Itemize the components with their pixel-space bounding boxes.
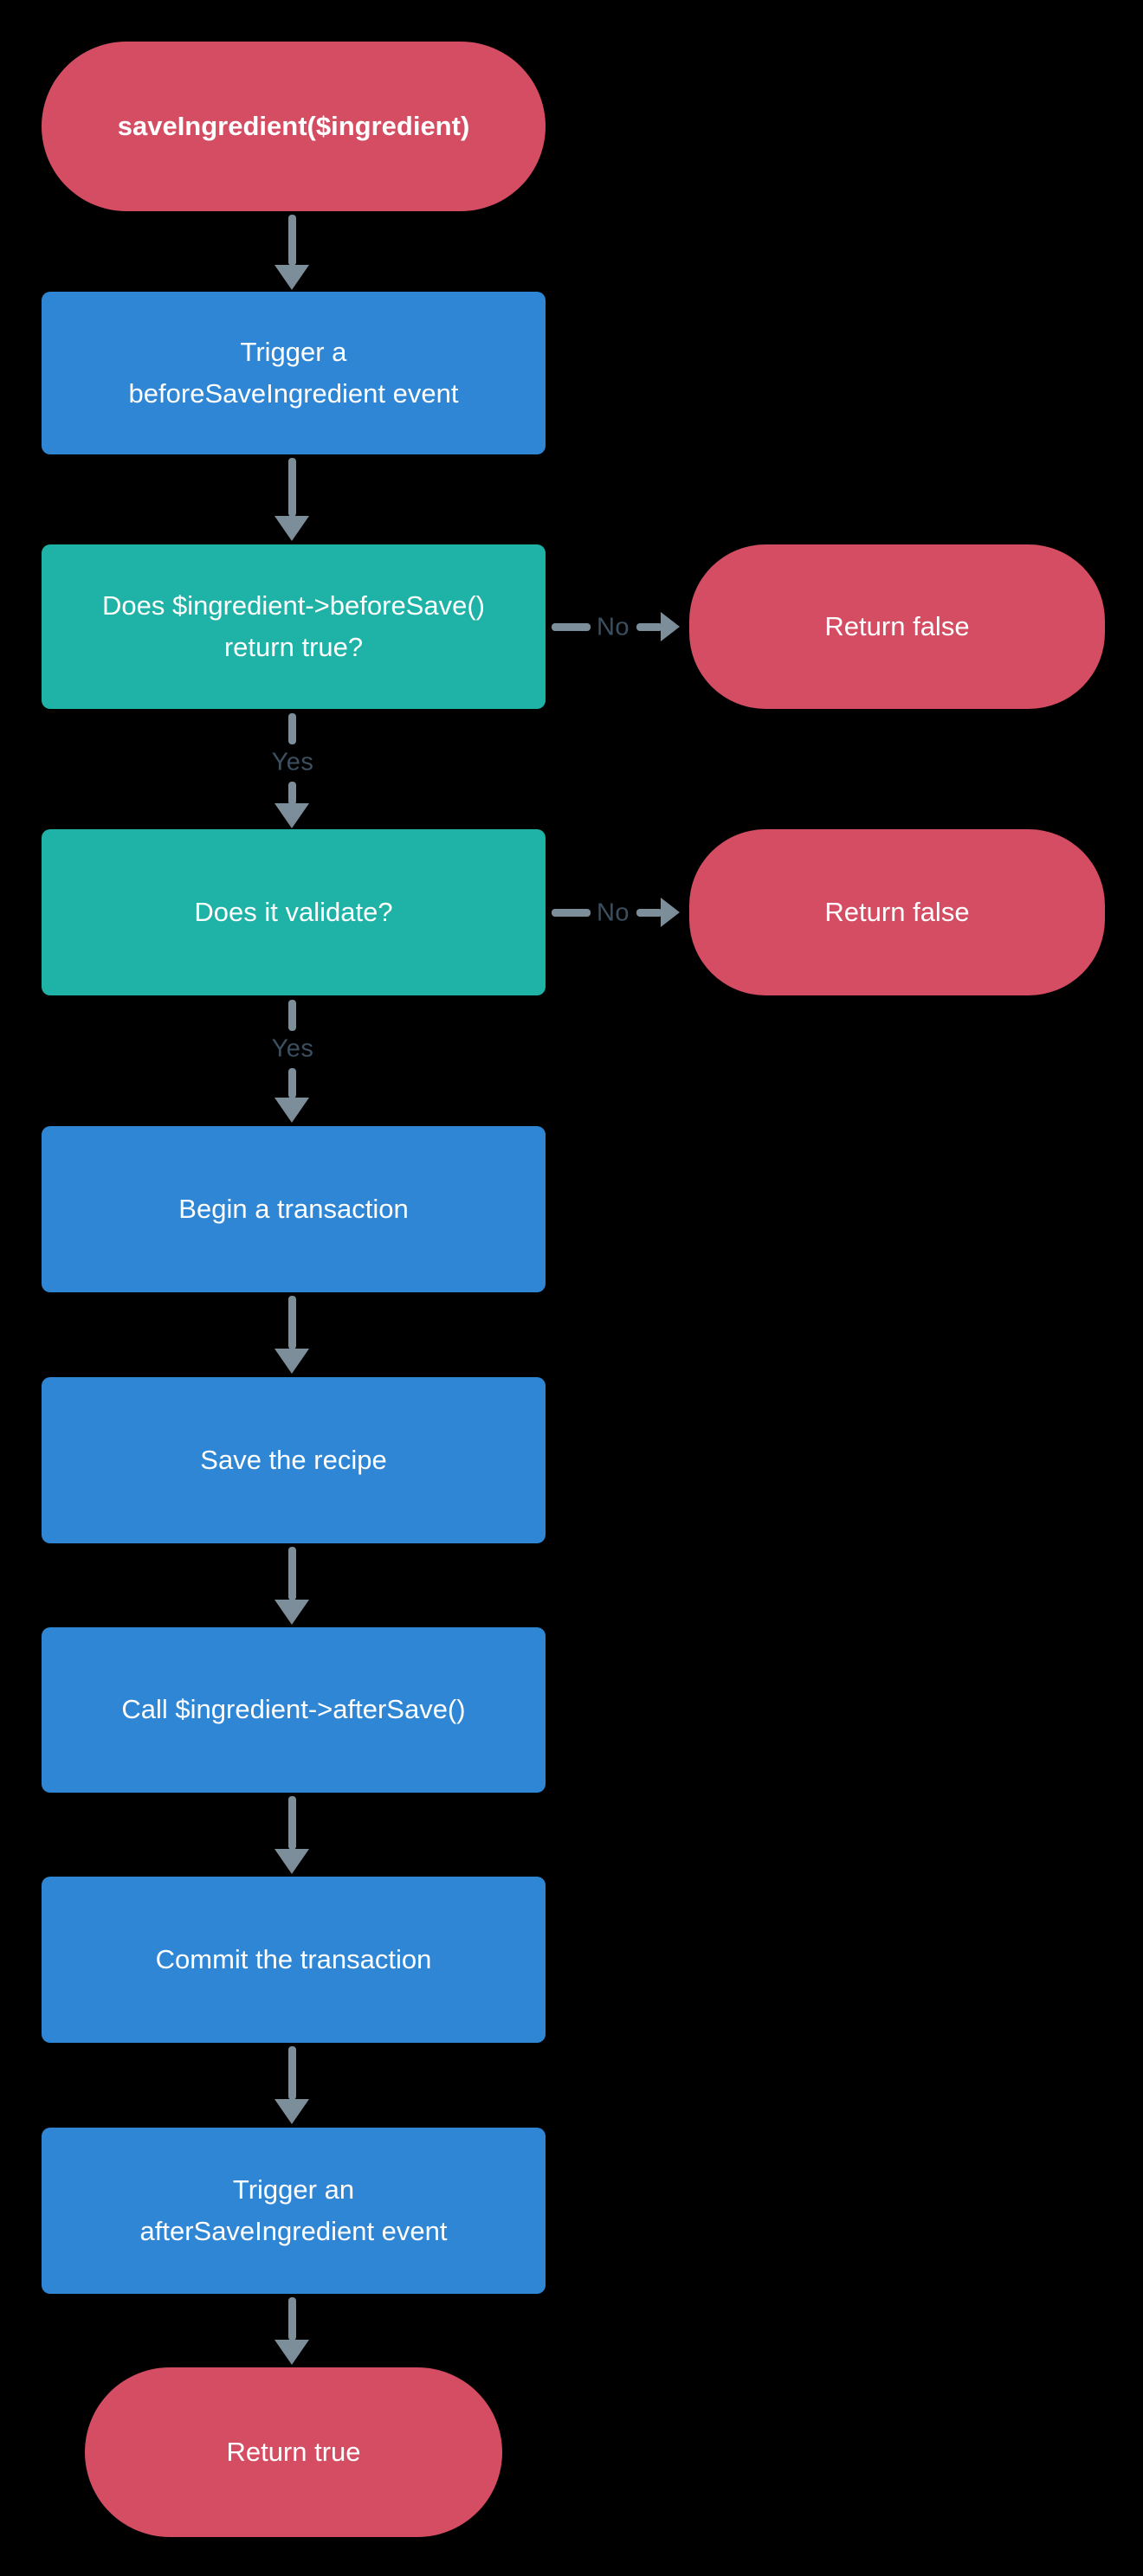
arrow-stem bbox=[636, 909, 662, 917]
terminal-node-start: saveIngredient($ingredient) bbox=[42, 42, 546, 211]
no-connector-dash bbox=[552, 623, 591, 631]
arrowhead-down-icon bbox=[274, 265, 309, 290]
process-node-commit-transaction: Commit the transaction bbox=[42, 1877, 546, 2043]
arrowhead-down-icon bbox=[274, 2099, 309, 2124]
yes-connector-stem bbox=[288, 1000, 296, 1031]
no-label: No bbox=[596, 898, 630, 927]
arrow-stem bbox=[636, 623, 662, 631]
no-label: No bbox=[596, 613, 630, 641]
process-node-begin-transaction: Begin a transaction bbox=[42, 1126, 546, 1292]
terminal-node-return-true: Return true bbox=[85, 2367, 502, 2537]
arrowhead-down-icon bbox=[274, 2340, 309, 2365]
process-node-save-the-recipe: Save the recipe bbox=[42, 1377, 546, 1543]
arrowhead-down-icon bbox=[274, 1600, 309, 1625]
yes-connector-stem bbox=[288, 713, 296, 744]
arrowhead-down-icon bbox=[274, 516, 309, 541]
terminal-node-return-false-1: Return false bbox=[689, 544, 1105, 709]
arrow-stem bbox=[288, 1547, 296, 1600]
decision-node-before-save-returns-true: Does $ingredient->beforeSave() return tr… bbox=[42, 544, 546, 709]
arrowhead-down-icon bbox=[274, 1098, 309, 1123]
arrow-stem bbox=[288, 1068, 296, 1098]
process-node-trigger-before-save-event: Trigger a beforeSaveIngredient event bbox=[42, 292, 546, 454]
arrowhead-right-icon bbox=[661, 898, 680, 927]
arrow-stem bbox=[288, 1796, 296, 1850]
arrowhead-down-icon bbox=[274, 1349, 309, 1374]
arrow-stem bbox=[288, 1296, 296, 1349]
yes-label: Yes bbox=[271, 1034, 314, 1063]
arrow-stem bbox=[288, 215, 296, 266]
no-connector-dash bbox=[552, 909, 591, 917]
arrow-stem bbox=[288, 2297, 296, 2341]
arrow-stem bbox=[288, 2046, 296, 2100]
arrowhead-down-icon bbox=[274, 1849, 309, 1874]
arrowhead-right-icon bbox=[661, 612, 680, 641]
terminal-node-return-false-2: Return false bbox=[689, 829, 1105, 995]
arrow-stem bbox=[288, 782, 296, 805]
arrowhead-down-icon bbox=[274, 803, 309, 828]
decision-node-does-it-validate: Does it validate? bbox=[42, 829, 546, 995]
arrow-stem bbox=[288, 458, 296, 517]
yes-label: Yes bbox=[271, 748, 314, 776]
process-node-call-after-save: Call $ingredient->afterSave() bbox=[42, 1627, 546, 1793]
process-node-trigger-after-save-event: Trigger an afterSaveIngredient event bbox=[42, 2128, 546, 2294]
